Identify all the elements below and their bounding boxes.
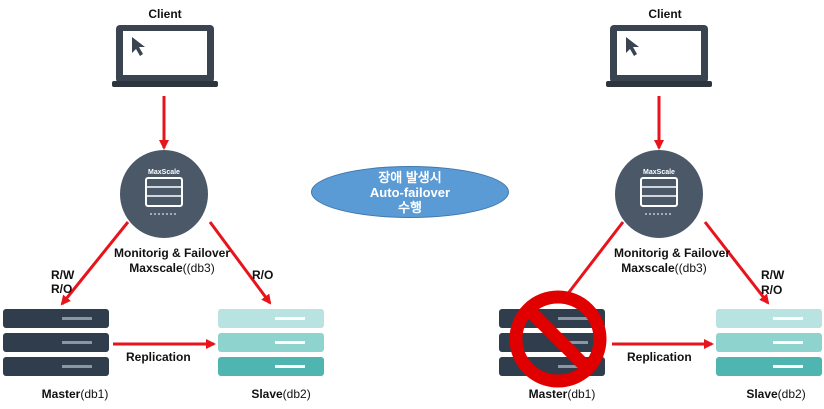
left-maxscale-to-slave-arrow — [208, 221, 272, 305]
bubble-line2: Auto-failover — [369, 184, 451, 200]
left-maxscale-badge: MaxScale — [148, 169, 180, 176]
right-maxscale-to-master-line — [561, 221, 625, 301]
right-slave-label: Slave(db2) — [746, 387, 806, 401]
left-maxscale-line1: Monitorig & Failover — [113, 246, 231, 260]
left-client-monitor-icon — [112, 25, 218, 87]
right-maxscale-line2: Maxscale((db3) — [621, 261, 707, 275]
failed-master-no-sign-icon — [509, 290, 607, 388]
right-ro-label: R/O — [761, 283, 783, 297]
left-ro-master-label: R/O — [51, 282, 73, 296]
left-slave-server-icon — [218, 309, 324, 376]
right-maxscale-icon: MaxScale — [615, 150, 703, 238]
right-maxscale-to-slave-arrow — [703, 221, 770, 305]
left-client-label: Client — [148, 7, 182, 21]
left-master-label: Master(db1) — [41, 387, 109, 401]
right-maxscale-line1: Monitorig & Failover — [613, 246, 731, 260]
right-client-monitor-icon — [606, 25, 712, 87]
left-rw-label: R/W — [51, 268, 75, 282]
left-slave-label: Slave(db2) — [251, 387, 311, 401]
right-slave-server-icon — [716, 309, 822, 376]
right-rw-label: R/W — [761, 268, 785, 282]
right-master-label: Master(db1) — [528, 387, 596, 401]
left-master-server-icon — [3, 309, 109, 376]
left-maxscale-to-master-arrow — [60, 221, 130, 306]
left-maxscale-icon: MaxScale — [120, 150, 208, 238]
right-maxscale-badge: MaxScale — [643, 169, 675, 176]
bubble-line1: 장애 발생시 — [378, 169, 442, 185]
bubble-line3: 수행 — [398, 199, 422, 215]
right-client-label: Client — [648, 7, 682, 21]
left-maxscale-line2: Maxscale((db3) — [129, 261, 215, 275]
auto-failover-bubble: 장애 발생시 Auto-failover 수행 — [311, 166, 509, 218]
left-ro-slave-label: R/O — [252, 268, 274, 282]
right-replication-label: Replication — [627, 350, 692, 364]
left-replication-label: Replication — [126, 350, 191, 364]
